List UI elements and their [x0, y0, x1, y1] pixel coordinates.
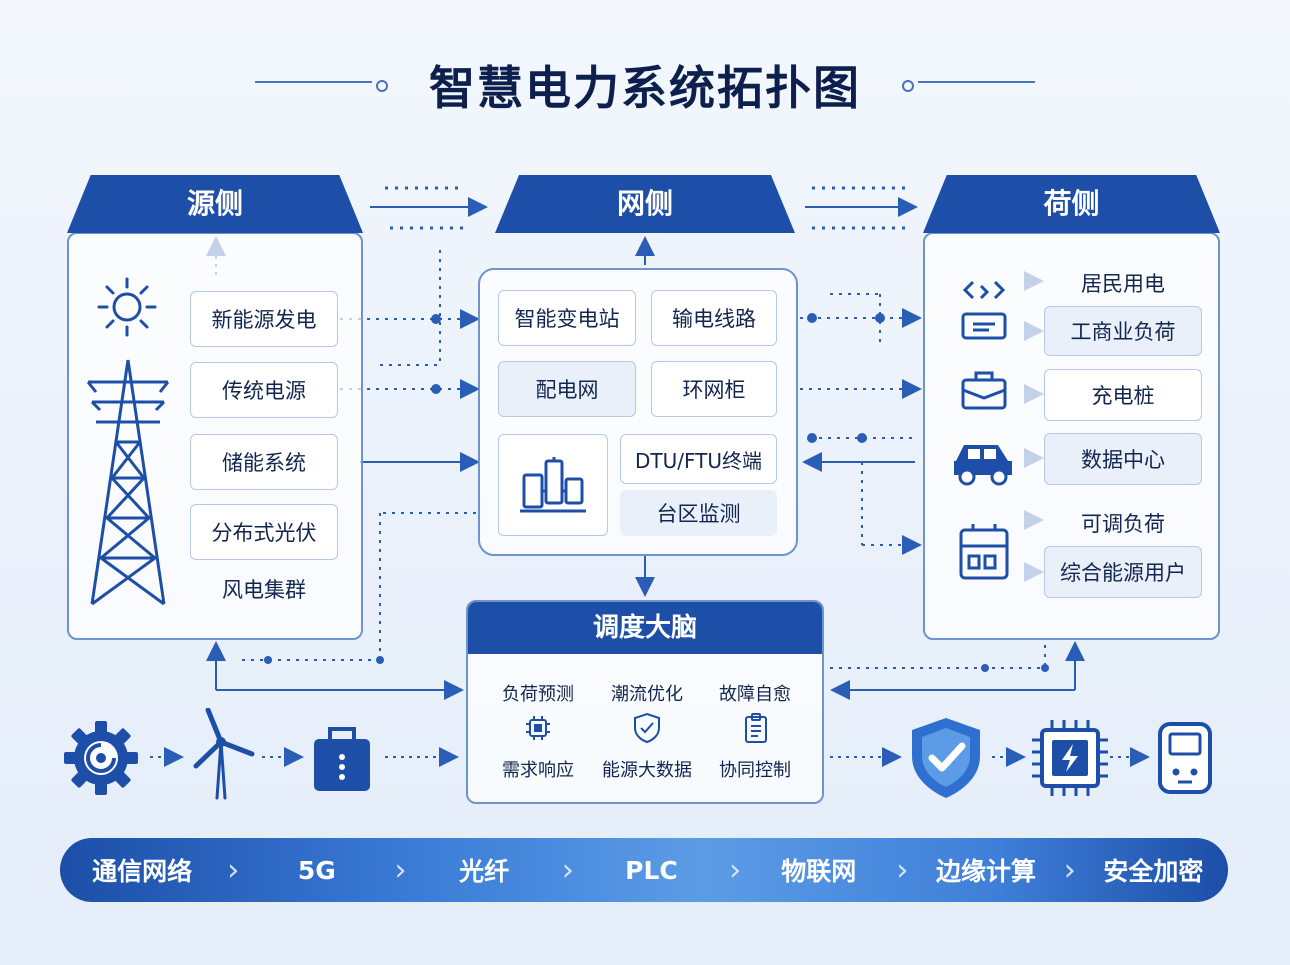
grid-header: 网侧 — [495, 175, 795, 233]
grid-item-dtu-ftu[interactable]: DTU/FTU终端 — [620, 434, 777, 484]
toolbox-icon — [961, 371, 1007, 410]
chevron-right-icon: › — [394, 852, 407, 888]
sun-icon — [97, 277, 157, 337]
transmission-tower-icon — [86, 359, 170, 606]
load-item-charging-pile[interactable]: 充电桩 — [1044, 369, 1202, 421]
source-item-new-energy[interactable]: 新能源发电 — [190, 291, 338, 347]
brain-item-energy-big-data[interactable]: 能源大数据 — [602, 760, 692, 781]
processor-icon — [526, 716, 550, 740]
page-title: 智慧电力系统拓扑图 — [429, 61, 861, 115]
clipboard-icon — [745, 713, 767, 743]
comm-label: 通信网络 — [92, 857, 193, 886]
dispatch-brain-panel: 调度大脑 — [466, 600, 824, 804]
grid-item-transmission-line[interactable]: 输电线路 — [651, 290, 777, 346]
grid-item-ring-cabinet[interactable]: 环网柜 — [651, 361, 777, 417]
source-header: 源侧 — [67, 175, 363, 233]
load-item-commercial[interactable]: 工商业负荷 — [1044, 306, 1202, 356]
smart-meter-icon — [1158, 722, 1212, 794]
gear-icon — [64, 721, 138, 795]
comm-item-edge-computing[interactable]: 边缘计算 — [936, 857, 1037, 886]
grid-item-distribution-net[interactable]: 配电网 — [498, 361, 636, 417]
brain-item-coordinated-control[interactable]: 协同控制 — [719, 760, 791, 781]
brain-item-load-forecast[interactable]: 负荷预测 — [502, 684, 574, 705]
shield-small-icon — [634, 712, 660, 744]
load-header: 荷侧 — [923, 175, 1220, 233]
chevron-right-icon: › — [896, 852, 909, 888]
load-item-data-center[interactable]: 数据中心 — [1044, 433, 1202, 485]
grid-item-area-monitor[interactable]: 台区监测 — [620, 490, 777, 536]
wind-turbine-icon — [193, 708, 255, 800]
load-item-adjustable[interactable]: 可调负荷 — [1081, 512, 1165, 536]
substation-equipment-icon — [520, 457, 586, 513]
comm-item-5g[interactable]: 5G — [297, 855, 336, 885]
comm-item-fiber[interactable]: 光纤 — [459, 857, 510, 886]
brain-item-flow-optimization[interactable]: 潮流优化 — [611, 684, 683, 705]
comm-item-security-encryption[interactable]: 安全加密 — [1103, 857, 1204, 886]
grid-item-smart-substation[interactable]: 智能变电站 — [498, 290, 636, 346]
chevron-right-icon: › — [561, 852, 574, 888]
communication-bar: 通信网络 › 5G › 光纤 › PLC › 物联网 › 边缘计算 › 安全加密 — [60, 838, 1228, 902]
brain-item-self-healing[interactable]: 故障自愈 — [719, 684, 791, 705]
comm-item-iot[interactable]: 物联网 — [781, 857, 857, 886]
load-item-residential[interactable]: 居民用电 — [1081, 272, 1165, 296]
battery-cabinet-icon — [959, 524, 1009, 580]
dispatch-brain-header: 调度大脑 — [468, 602, 822, 654]
chevron-right-icon: › — [227, 852, 240, 888]
brain-item-demand-response[interactable]: 需求响应 — [502, 760, 574, 781]
electric-car-icon — [954, 445, 1012, 486]
source-item-traditional-power[interactable]: 传统电源 — [190, 362, 338, 418]
source-item-energy-storage[interactable]: 储能系统 — [190, 434, 338, 490]
energy-storage-icon — [314, 727, 370, 791]
source-item-distributed-pv[interactable]: 分布式光伏 — [190, 504, 338, 560]
chip-icon — [1032, 720, 1108, 796]
grid-equipment-card — [498, 434, 608, 536]
chevron-right-icon: › — [729, 852, 742, 888]
comm-item-plc[interactable]: PLC — [625, 855, 678, 885]
shield-check-icon — [912, 718, 980, 798]
source-item-wind-cluster[interactable]: 风电集群 — [222, 578, 306, 602]
smart-home-icon — [961, 280, 1007, 340]
load-item-integrated-energy-user[interactable]: 综合能源用户 — [1044, 546, 1202, 598]
chevron-right-icon: › — [1063, 852, 1076, 888]
